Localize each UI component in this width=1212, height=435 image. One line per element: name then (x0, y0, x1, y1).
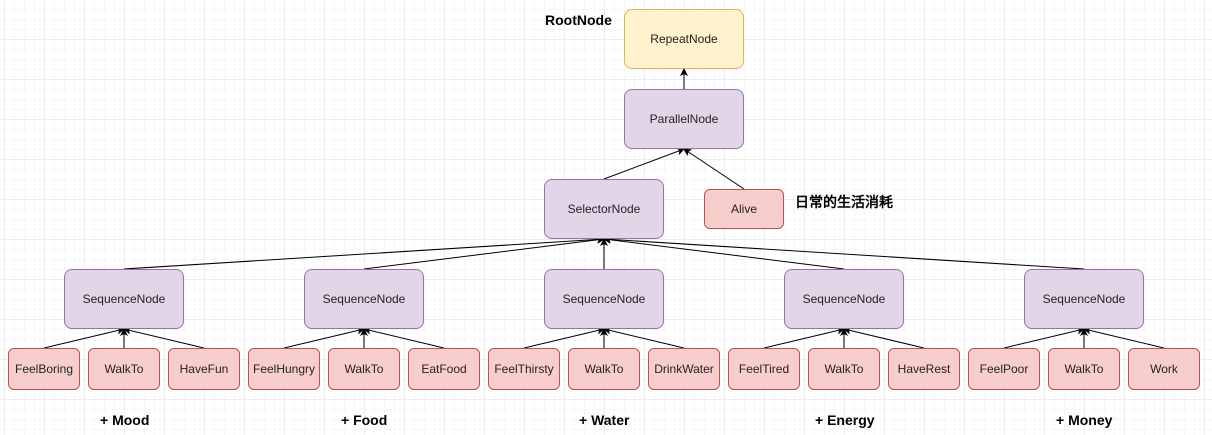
sequence-node-water[interactable]: SequenceNode (544, 269, 664, 329)
edge-leaf-1-2-to-sequence (363, 326, 445, 349)
edge-leaf-0-2-to-sequence (123, 326, 205, 349)
edge-seq-energy-to-selector (603, 235, 845, 270)
leaf-feel-boring[interactable]: FeelBoring (8, 348, 80, 390)
parallel-node[interactable]: ParallelNode (624, 89, 744, 149)
selector-node[interactable]: SelectorNode (544, 179, 664, 239)
edge-alive-to-parallel (683, 148, 745, 190)
leaf-walk-to-money[interactable]: WalkTo (1048, 348, 1120, 390)
caption-energy: + Energy (815, 412, 875, 428)
edge-seq-money-to-selector (603, 235, 1085, 270)
edge-leaf-1-0-to-sequence (283, 326, 365, 349)
sequence-node-money[interactable]: SequenceNode (1024, 269, 1144, 329)
caption-mood: + Mood (100, 412, 150, 428)
leaf-walk-to-water[interactable]: WalkTo (568, 348, 640, 390)
sequence-node-food[interactable]: SequenceNode (304, 269, 424, 329)
sequence-node-mood[interactable]: SequenceNode (64, 269, 184, 329)
root-node-label: RootNode (545, 12, 612, 28)
leaf-feel-poor[interactable]: FeelPoor (968, 348, 1040, 390)
edge-leaf-4-2-to-sequence (1083, 326, 1165, 349)
leaf-have-rest[interactable]: HaveRest (888, 348, 960, 390)
alive-node[interactable]: Alive (704, 189, 784, 229)
edge-leaf-0-0-to-sequence (43, 326, 125, 349)
leaf-feel-thirsty[interactable]: FeelThirsty (488, 348, 560, 390)
edge-seq-mood-to-selector (123, 235, 605, 270)
edge-leaf-2-0-to-sequence (523, 326, 605, 349)
caption-money: + Money (1056, 412, 1113, 428)
leaf-have-fun[interactable]: HaveFun (168, 348, 240, 390)
caption-food: + Food (341, 412, 388, 428)
edge-seq-food-to-selector (363, 235, 605, 270)
leaf-feel-hungry[interactable]: FeelHungry (248, 348, 320, 390)
edge-leaf-2-2-to-sequence (603, 326, 685, 349)
leaf-walk-to-mood[interactable]: WalkTo (88, 348, 160, 390)
repeat-node[interactable]: RepeatNode (624, 9, 744, 69)
sequence-node-energy[interactable]: SequenceNode (784, 269, 904, 329)
edge-leaf-3-2-to-sequence (843, 326, 925, 349)
edge-leaf-4-0-to-sequence (1003, 326, 1085, 349)
leaf-walk-to-energy[interactable]: WalkTo (808, 348, 880, 390)
alive-note-label: 日常的生活消耗 (795, 194, 893, 210)
leaf-drink-water[interactable]: DrinkWater (648, 348, 720, 390)
edge-leaf-3-0-to-sequence (763, 326, 845, 349)
leaf-work[interactable]: Work (1128, 348, 1200, 390)
leaf-walk-to-food[interactable]: WalkTo (328, 348, 400, 390)
caption-water: + Water (579, 412, 630, 428)
leaf-feel-tired[interactable]: FeelTired (728, 348, 800, 390)
edge-selector-to-parallel (603, 147, 685, 180)
leaf-eat-food[interactable]: EatFood (408, 348, 480, 390)
